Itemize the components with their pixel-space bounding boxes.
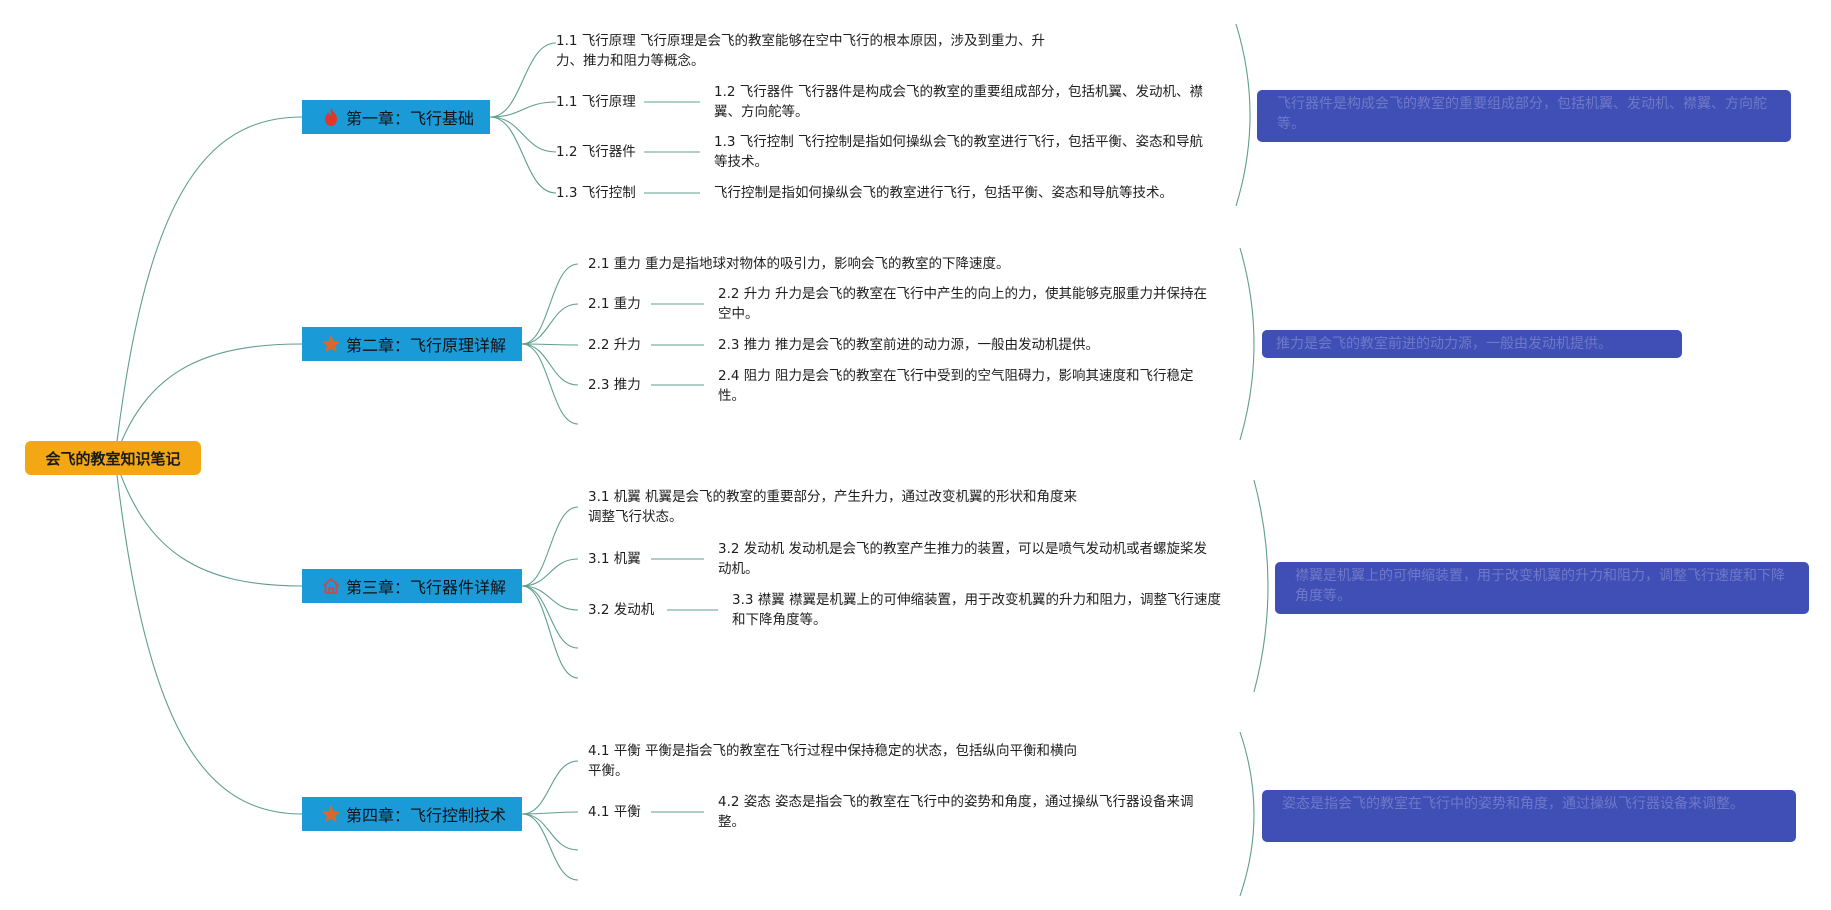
ch1-branch-0	[489, 42, 557, 118]
chapter-1-title: 第一章：飞行基础	[346, 109, 475, 128]
ch3-branch-2	[521, 585, 579, 611]
root-link-1	[114, 116, 303, 459]
detail-2-1[interactable]: 2.3 推力 推力是会飞的教室前进的动力源，一般由发动机提供。	[718, 337, 1100, 353]
ch4-branch-3	[521, 813, 579, 881]
ch1-branch-2	[489, 116, 557, 153]
ch4-branch-0	[521, 760, 579, 815]
summary-box-1[interactable]: 飞行器件是构成会飞的教室的重要组成部分，包括机翼、发动机、襟翼、方向舵等。	[1257, 90, 1791, 142]
topic-3-0[interactable]: 3.1 机翼 机翼是会飞的教室的重要部分，产生升力，通过改变机翼的形状和角度来调…	[588, 489, 1078, 525]
summary-box-4[interactable]: 姿态是指会飞的教室在飞行中的姿势和角度，通过操纵飞行器设备来调整。	[1262, 790, 1796, 842]
topic-1-1[interactable]: 1.1 飞行原理	[556, 94, 636, 110]
detail-1-1[interactable]: 1.3 飞行控制 飞行控制是指如何操纵会飞的教室进行飞行，包括平衡、姿态和导航等…	[714, 134, 1204, 170]
ch3-branch-1	[521, 558, 579, 587]
ch3-branch-3	[521, 585, 579, 649]
summary-box-3[interactable]: 襟翼是机翼上的可伸缩装置，用于改变机翼的升力和阻力，调整飞行速度和下降角度等。	[1275, 562, 1809, 614]
chapter-2-title: 第二章：飞行原理详解	[346, 336, 507, 355]
ch4-branch-2	[521, 813, 579, 851]
ch3-branch-4	[521, 585, 579, 679]
summary-bracket-1	[1235, 23, 1251, 207]
star-icon	[320, 803, 342, 825]
topic-2-1[interactable]: 2.1 重力	[588, 296, 641, 312]
detail-2-2[interactable]: 2.4 阻力 阻力是会飞的教室在飞行中受到的空气阻碍力，影响其速度和飞行稳定性。	[718, 368, 1194, 404]
summary-bracket-2	[1239, 247, 1255, 441]
ch2-branch-4	[521, 343, 579, 425]
summary-bracket-4	[1239, 731, 1255, 897]
chapter-3-title: 第三章：飞行器件详解	[346, 578, 507, 597]
summary-box-2[interactable]: 推力是会飞的教室前进的动力源，一般由发动机提供。	[1262, 330, 1682, 358]
detail-1-2[interactable]: 飞行控制是指如何操纵会飞的教室进行飞行，包括平衡、姿态和导航等技术。	[714, 185, 1173, 201]
ch4-branch-1	[521, 811, 579, 815]
root-link-4	[114, 457, 303, 815]
topic-3-1[interactable]: 3.1 机翼	[588, 551, 641, 567]
detail-1-0[interactable]: 1.2 飞行器件 飞行器件是构成会飞的教室的重要组成部分，包括机翼、发动机、襟翼…	[714, 84, 1204, 120]
detail-4-0[interactable]: 4.2 姿态 姿态是指会飞的教室在飞行中的姿势和角度，通过操纵飞行器设备来调整。	[718, 794, 1194, 830]
chapter-4-title: 第四章：飞行控制技术	[346, 806, 507, 825]
ch2-branch-3	[521, 343, 579, 386]
flame-icon	[320, 106, 342, 128]
ch2-branch-2	[521, 343, 579, 346]
star-icon	[320, 333, 342, 355]
ch1-branch-3	[489, 116, 557, 194]
topic-2-2[interactable]: 2.2 升力	[588, 337, 641, 353]
ch3-branch-0	[521, 506, 579, 587]
detail-3-0[interactable]: 3.2 发动机 发动机是会飞的教室产生推力的装置，可以是喷气发动机或者螺旋桨发动…	[718, 541, 1208, 577]
root-link-3	[114, 457, 303, 587]
topic-2-0[interactable]: 2.1 重力 重力是指地球对物体的吸引力，影响会飞的教室的下降速度。	[588, 256, 1010, 272]
detail-2-0[interactable]: 2.2 升力 升力是会飞的教室在飞行中产生的向上的力，使其能够克服重力并保持在空…	[718, 286, 1208, 322]
topic-1-0[interactable]: 1.1 飞行原理 飞行原理是会飞的教室能够在空中飞行的根本原因，涉及到重力、升力…	[556, 33, 1046, 69]
ch2-branch-0	[521, 263, 579, 345]
topic-4-1[interactable]: 4.1 平衡	[588, 804, 641, 820]
ch2-branch-1	[521, 303, 579, 345]
chapter-4-node[interactable]: 第四章：飞行控制技术	[302, 797, 522, 831]
topic-2-3[interactable]: 2.3 推力	[588, 377, 641, 393]
chapter-1-node[interactable]: 第一章：飞行基础	[302, 100, 490, 134]
ch1-branch-1	[489, 101, 557, 118]
house-icon	[320, 575, 342, 597]
chapter-2-node[interactable]: 第二章：飞行原理详解	[302, 327, 522, 361]
root-link-2	[114, 343, 303, 459]
topic-1-3[interactable]: 1.3 飞行控制	[556, 185, 636, 201]
chapter-3-node[interactable]: 第三章：飞行器件详解	[302, 569, 522, 603]
topic-3-2[interactable]: 3.2 发动机	[588, 602, 655, 618]
root-topic[interactable]: 会飞的教室知识笔记	[25, 441, 201, 475]
topic-4-0[interactable]: 4.1 平衡 平衡是指会飞的教室在飞行过程中保持稳定的状态，包括纵向平衡和横向平…	[588, 743, 1078, 779]
topic-1-2[interactable]: 1.2 飞行器件	[556, 144, 636, 160]
summary-bracket-3	[1253, 479, 1269, 693]
detail-3-1[interactable]: 3.3 襟翼 襟翼是机翼上的可伸缩装置，用于改变机翼的升力和阻力，调整飞行速度和…	[732, 592, 1222, 628]
